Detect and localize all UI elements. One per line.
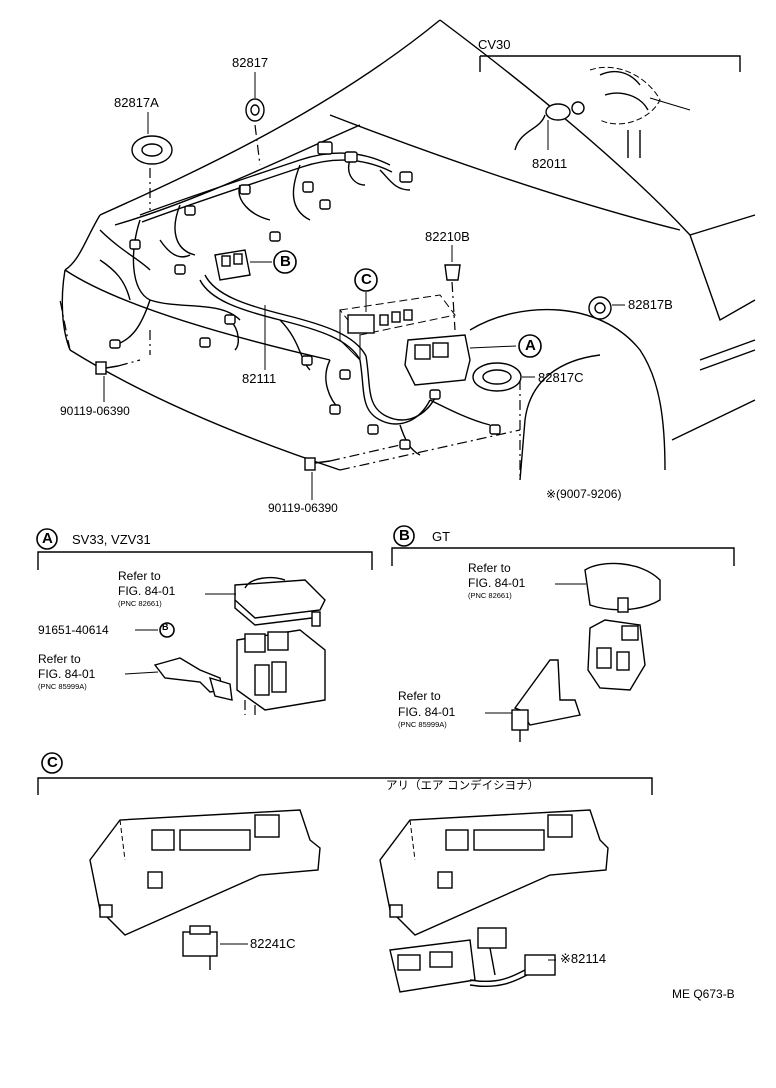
- section-a-fig-cover: FIG. 84-01: [118, 584, 176, 598]
- section-b-bracket: [511, 659, 581, 742]
- section-a-bolt-marker: B: [162, 622, 169, 632]
- section-a-bracket: [153, 657, 233, 701]
- car-body-outline: [59, 19, 756, 481]
- part-82817C-grommet: [472, 362, 522, 392]
- section-a-bolt: [159, 622, 175, 638]
- label-82111: 82111: [242, 371, 277, 386]
- section-c-marker: C: [47, 754, 58, 771]
- section-b-pnc-cover: (PNC 82661): [468, 591, 512, 600]
- callout-a-main: [518, 334, 542, 358]
- section-a-pnc-bracket: (PNC 85999A): [38, 682, 87, 691]
- section-c-jb-right: [379, 809, 609, 936]
- section-c-jb-left: [89, 809, 321, 936]
- callout-c-main: [354, 268, 378, 292]
- label-cv30: CV30: [478, 37, 511, 52]
- section-b-frame: [391, 525, 735, 566]
- part-82210B-clip: [444, 264, 461, 331]
- callout-c-letter: C: [361, 271, 372, 288]
- part-82817B-grommet: [588, 296, 612, 320]
- section-b-fig-bracket: FIG. 84-01: [398, 705, 456, 719]
- section-a-bolt-part: 91651-40614: [38, 623, 109, 637]
- section-a-relay-block: [236, 629, 326, 718]
- relay-block-b-main: [214, 249, 251, 281]
- leader-lines-main: [103, 72, 625, 500]
- section-b-title: GT: [432, 529, 451, 544]
- part-82817-clip: [245, 98, 265, 166]
- section-b-marker: B: [399, 527, 410, 544]
- label-82241C: 82241C: [250, 936, 296, 951]
- callout-b-letter: B: [280, 253, 291, 270]
- bolt-left: [95, 330, 151, 375]
- section-a-refer-cover: Refer to: [118, 569, 161, 583]
- label-bolt-bottom: 90119-06390: [268, 501, 338, 515]
- junction-block-main: [339, 294, 471, 386]
- label-82817A: 82817A: [114, 95, 159, 110]
- section-b-fig-cover: FIG. 84-01: [468, 576, 526, 590]
- bolt-bottom: [304, 444, 401, 471]
- label-date-note: ※(9007-9206): [546, 487, 622, 501]
- section-b-leaders: [485, 583, 586, 714]
- section-a-pnc-cover: (PNC 82661): [118, 599, 162, 608]
- section-a-marker: A: [42, 530, 53, 547]
- section-a-fig-bracket: FIG. 84-01: [38, 667, 96, 681]
- label-82210B: 82210B: [425, 229, 470, 244]
- section-a-cover: [234, 576, 326, 627]
- label-82011: 82011: [532, 156, 568, 171]
- section-c-frame: [37, 752, 653, 795]
- part-82817A-grommet: [131, 135, 173, 210]
- section-b-refer-cover: Refer to: [468, 561, 511, 575]
- section-a-refer-bracket: Refer to: [38, 652, 81, 666]
- part-82011-cv30-wire: [479, 55, 741, 158]
- section-a-title: SV33, VZV31: [72, 532, 151, 547]
- engine-wire-harness: [109, 141, 501, 456]
- section-b-refer-bracket: Refer to: [398, 689, 441, 703]
- section-c-subtitle: アリ（エア コンデイシヨナ）: [386, 778, 540, 792]
- section-b-relay: [587, 619, 646, 691]
- section-c-relay-82241C: [182, 925, 248, 970]
- label-bolt-left: 90119-06390: [60, 404, 130, 418]
- callout-a-letter: A: [525, 337, 536, 354]
- section-a-leaders: [124, 593, 236, 675]
- label-82114: ※82114: [560, 951, 607, 966]
- label-82817C: 82817C: [538, 370, 584, 385]
- section-b-pnc-bracket: (PNC 85999A): [398, 720, 447, 729]
- label-82817: 82817: [232, 55, 269, 70]
- section-b-cover: [584, 562, 661, 613]
- section-c-harness-82114: [389, 927, 556, 993]
- footer-code: ME Q673-B: [672, 987, 735, 1001]
- section-a-frame: [36, 528, 373, 570]
- label-82817B: 82817B: [628, 297, 673, 312]
- callout-b-main: [273, 250, 297, 274]
